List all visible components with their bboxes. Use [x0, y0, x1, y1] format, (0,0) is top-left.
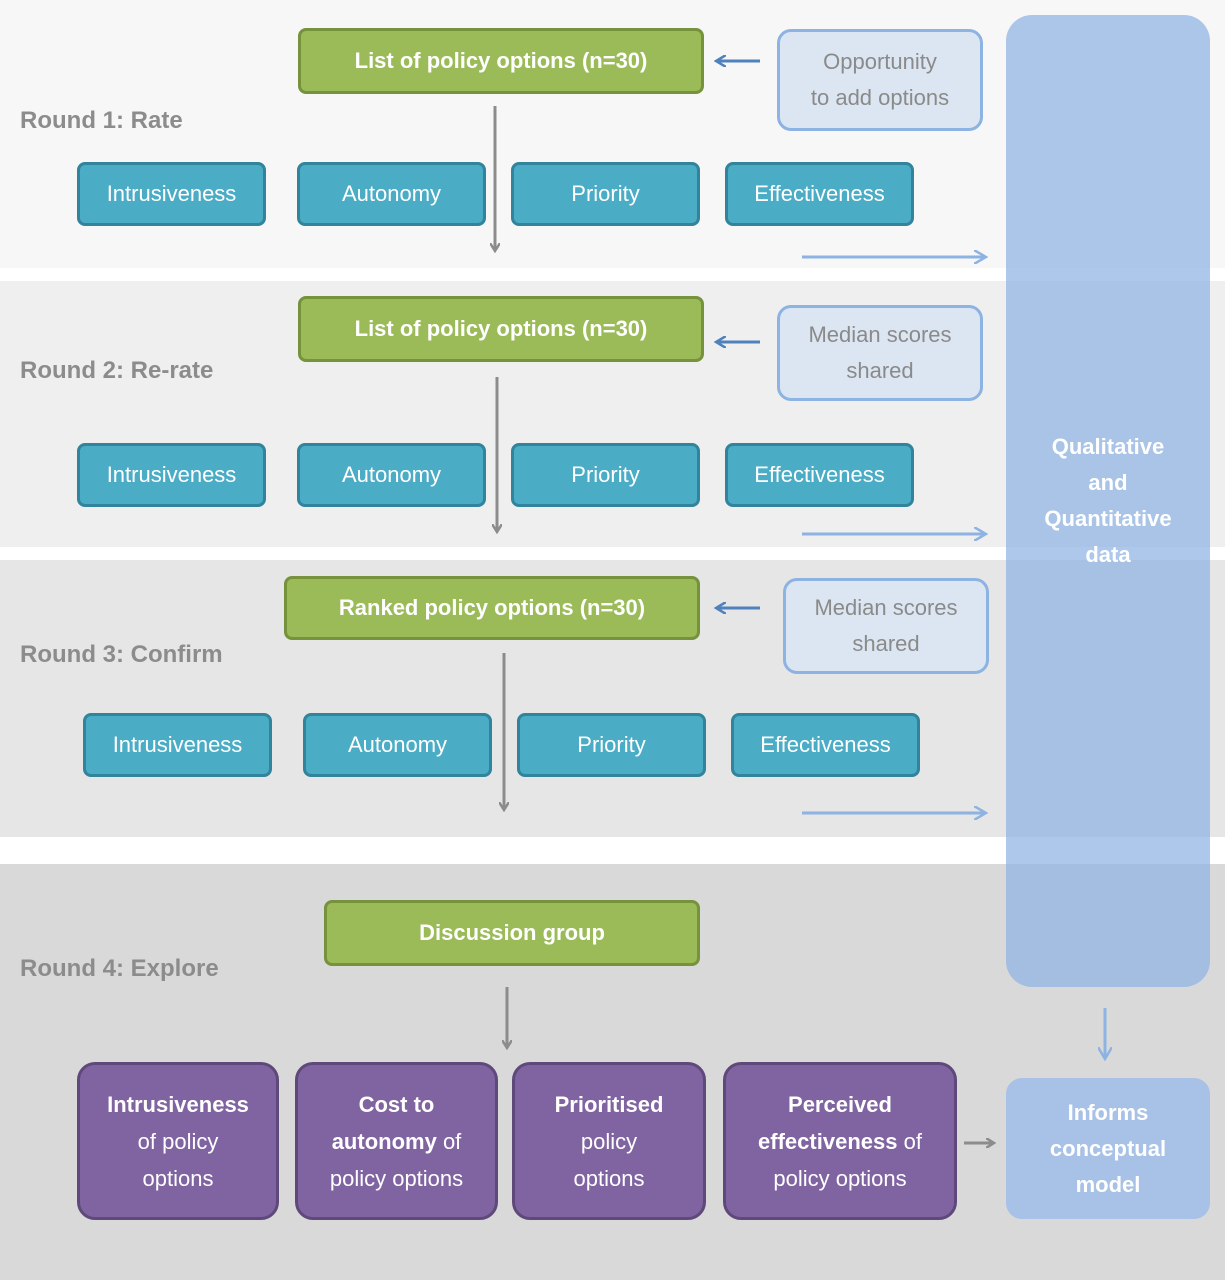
column-line: and	[1088, 470, 1128, 495]
informs-conceptual-model: Informs conceptual model	[1006, 1078, 1210, 1219]
side-note-line: Median scores	[814, 595, 958, 620]
outcome-text: policy options	[329, 1165, 464, 1191]
column-line: Qualitative	[1051, 434, 1165, 459]
side-note-line: to add options	[810, 85, 950, 110]
outcome-bold: Prioritised	[554, 1091, 664, 1117]
outcome-effectiveness: Perceived effectiveness of policy option…	[723, 1062, 957, 1220]
round-3-label: Round 3: Confirm	[20, 641, 223, 668]
side-note-line: Median scores	[808, 322, 952, 347]
outcome-bold: Perceived	[788, 1091, 892, 1117]
outcome-text: options	[573, 1165, 645, 1191]
round-2-priority: Priority	[511, 443, 700, 507]
round-2-policy-list: List of policy options (n=30)	[298, 296, 704, 362]
column-line: Quantitative	[1044, 506, 1172, 531]
round-3-intrusiveness: Intrusiveness	[83, 713, 272, 777]
informs-line: Informs	[1067, 1099, 1149, 1125]
round-2-label: Round 2: Re-rate	[20, 357, 214, 384]
informs-line: conceptual	[1049, 1135, 1167, 1161]
outcome-intrusiveness: Intrusiveness of policy options	[77, 1062, 279, 1220]
round-2-intrusiveness: Intrusiveness	[77, 443, 266, 507]
round-2-side-note: Median scores shared	[777, 305, 983, 401]
round-3-effectiveness: Effectiveness	[731, 713, 920, 777]
round-2-effectiveness: Effectiveness	[725, 443, 914, 507]
round-3-side-note: Median scores shared	[783, 578, 989, 674]
round-3-ranked-list: Ranked policy options (n=30)	[284, 576, 700, 640]
round-3-autonomy: Autonomy	[303, 713, 492, 777]
round-1-priority: Priority	[511, 162, 700, 226]
round-3-priority: Priority	[517, 713, 706, 777]
outcome-mixed: autonomy of	[331, 1128, 462, 1154]
outcome-autonomy: Cost to autonomy of policy options	[295, 1062, 498, 1220]
outcome-mixed: effectiveness of	[758, 1128, 922, 1154]
outcome-prioritised: Prioritised policy options	[512, 1062, 706, 1220]
outcome-text: policy options	[773, 1165, 907, 1191]
round-1-side-note: Opportunity to add options	[777, 29, 983, 131]
round-1-autonomy: Autonomy	[297, 162, 486, 226]
outcome-bold: Intrusiveness	[107, 1091, 249, 1117]
outcome-bold: Cost to	[358, 1091, 435, 1117]
round-4-label: Round 4: Explore	[20, 955, 219, 982]
informs-line: model	[1075, 1171, 1141, 1197]
column-line: data	[1085, 542, 1131, 567]
side-note-line: shared	[846, 358, 914, 383]
side-note-line: Opportunity	[823, 49, 937, 74]
qualitative-quantitative-data-column: Qualitative and Quantitative data	[1006, 15, 1210, 987]
outcome-text: of policy	[137, 1128, 219, 1154]
outcome-text: options	[142, 1165, 214, 1191]
round-1-effectiveness: Effectiveness	[725, 162, 914, 226]
round-1-intrusiveness: Intrusiveness	[77, 162, 266, 226]
outcome-text: policy	[580, 1128, 638, 1154]
round-2-autonomy: Autonomy	[297, 443, 486, 507]
round-1-label: Round 1: Rate	[20, 107, 183, 134]
round-1-policy-list: List of policy options (n=30)	[298, 28, 704, 94]
side-note-line: shared	[852, 631, 920, 656]
discussion-group: Discussion group	[324, 900, 700, 966]
